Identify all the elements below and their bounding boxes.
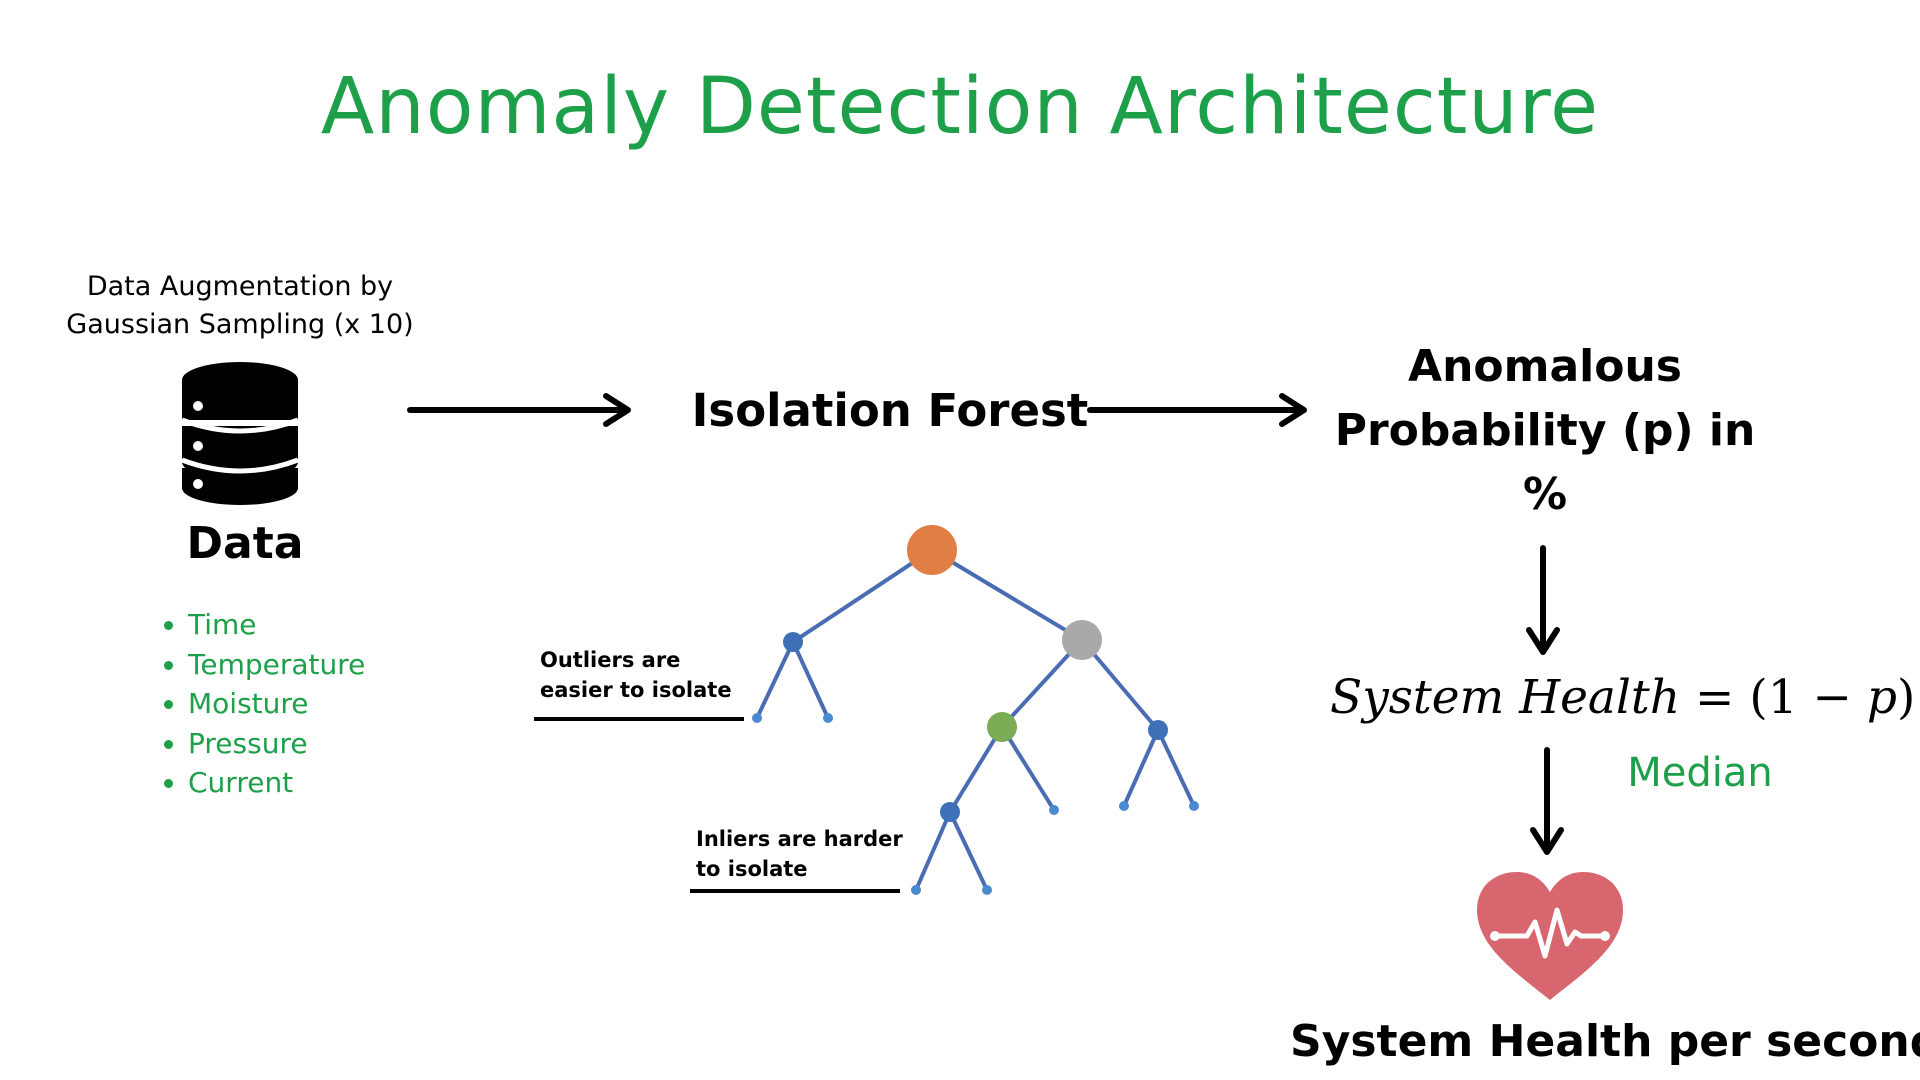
tree-leaf — [1189, 801, 1199, 811]
feature-item: Pressure — [188, 724, 365, 764]
heart-pulse-icon — [1477, 872, 1623, 1000]
tree-leaf — [1049, 805, 1059, 815]
tree-root-node — [907, 525, 957, 575]
arrow-data-to-model — [407, 393, 631, 427]
feature-item: Moisture — [188, 684, 365, 724]
tree-node — [1148, 720, 1168, 740]
feature-item: Time — [188, 605, 365, 645]
arrow-model-to-output — [1087, 393, 1307, 427]
final-label: System Health per second — [1290, 1016, 1920, 1067]
formula-close: ) — [1896, 670, 1916, 725]
diagram-title: Anomaly Detection Architecture — [320, 62, 1600, 152]
feature-item: Temperature — [188, 645, 365, 685]
feature-item: Current — [188, 763, 365, 803]
tree-leaf — [911, 885, 921, 895]
database-icon — [181, 362, 299, 505]
arrow-formula-to-health — [1530, 747, 1564, 855]
outlier-note-line: Outliers are — [540, 648, 681, 672]
inlier-note: Inliers are harder to isolate — [696, 824, 903, 884]
tree-leaf — [823, 713, 833, 723]
tree-node — [987, 712, 1017, 742]
formula-one: 1 — [1767, 670, 1798, 725]
tree-leaf — [752, 713, 762, 723]
augmentation-caption: Data Augmentation by Gaussian Sampling (… — [66, 271, 414, 340]
output-label: Anomalous Probability (p) in % — [1334, 341, 1756, 520]
formula-lhs: System Health — [1330, 670, 1681, 725]
tree-leaf — [1119, 801, 1129, 811]
formula-equals: = ( — [1680, 670, 1768, 725]
data-label: Data — [186, 518, 304, 569]
arrow-output-to-formula — [1526, 545, 1560, 655]
tree-node — [1062, 620, 1102, 660]
outlier-note: Outliers are easier to isolate — [540, 645, 732, 705]
tree-leaf — [982, 885, 992, 895]
model-label: Isolation Forest — [691, 384, 1089, 437]
tree-node — [940, 802, 960, 822]
inlier-note-line: to isolate — [696, 857, 808, 881]
median-label: Median — [1627, 750, 1773, 796]
inlier-note-line: Inliers are harder — [696, 827, 903, 851]
tree-node — [783, 632, 803, 652]
formula-minus-p: − p — [1797, 670, 1897, 725]
feature-list: Time Temperature Moisture Pressure Curre… — [160, 605, 365, 803]
outlier-note-line: easier to isolate — [540, 678, 732, 702]
system-health-formula: System Health = (1 − p) — [1330, 670, 1915, 725]
